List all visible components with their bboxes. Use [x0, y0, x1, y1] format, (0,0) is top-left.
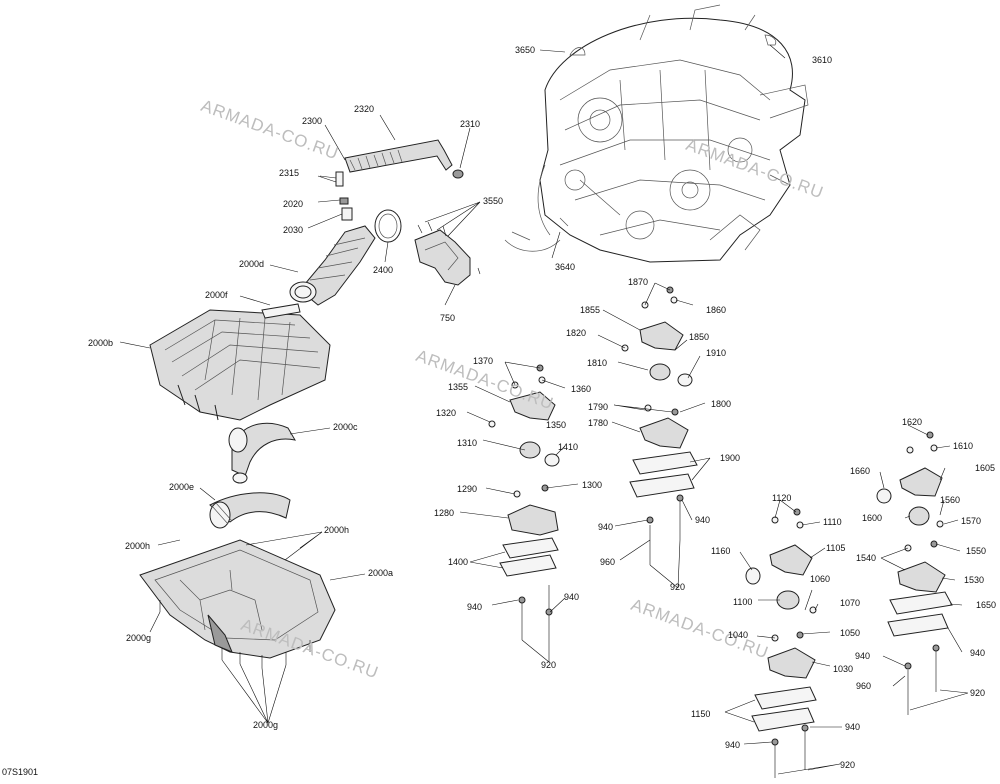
- air-duct-2000d: [289, 225, 376, 306]
- part-label: 2310: [460, 119, 481, 129]
- part-label: 960: [600, 557, 616, 567]
- part-label: 1100: [733, 597, 753, 607]
- part-label: 940: [564, 592, 580, 602]
- part-label: 1290: [457, 484, 478, 494]
- part-label: 1040: [728, 630, 749, 640]
- part-label: 1550: [966, 546, 987, 556]
- part-label: 920: [541, 660, 557, 670]
- part-label: 2000e: [169, 482, 195, 492]
- part-label: 920: [670, 582, 686, 592]
- part-label: 920: [970, 688, 986, 698]
- mount-group-1300s: [488, 364, 560, 640]
- part-label: 940: [970, 648, 986, 658]
- part-label: 1570: [961, 516, 982, 526]
- engine-assembly: [504, 4, 809, 263]
- part-label: 1600: [862, 513, 883, 523]
- part-label: 2320: [354, 104, 375, 114]
- part-label: 2030: [283, 225, 304, 235]
- part-label: 2000f: [205, 290, 228, 300]
- part-label: 1400: [448, 557, 469, 567]
- part-label: 1050: [840, 628, 861, 638]
- mount-group-1000s-1100s: [745, 508, 817, 778]
- part-label: 1610: [953, 441, 974, 451]
- part-label: 940: [845, 722, 861, 732]
- part-label: 940: [467, 602, 483, 612]
- part-label: 1800: [711, 399, 732, 409]
- elbow-duct-2000c: [228, 422, 296, 484]
- part-label: 1350: [546, 420, 567, 430]
- part-label: 1790: [588, 402, 609, 412]
- part-label: 1820: [566, 328, 587, 338]
- part-label: 1910: [706, 348, 727, 358]
- intake-hose-2320: [344, 139, 464, 179]
- part-label: 1855: [580, 305, 601, 315]
- part-label: 1660: [850, 466, 871, 476]
- part-label: 1850: [689, 332, 710, 342]
- leader-lines: [119, 44, 969, 775]
- part-label: 3640: [555, 262, 576, 272]
- part-label: 1540: [856, 553, 877, 563]
- part-label: 2000g: [126, 633, 152, 643]
- part-label: 1030: [833, 664, 854, 674]
- part-label: 940: [695, 515, 711, 525]
- part-label: 1780: [588, 418, 609, 428]
- bracket-750: [414, 221, 481, 286]
- part-label: 3610: [812, 55, 833, 65]
- part-label: 1360: [571, 384, 592, 394]
- part-label: 2000h: [324, 525, 350, 535]
- elbow-duct-2000e: [209, 492, 291, 529]
- part-label: 1310: [457, 438, 478, 448]
- part-label: 1620: [902, 417, 923, 427]
- mount-group-1800s: [621, 286, 698, 565]
- part-label: 2000a: [368, 568, 394, 578]
- part-label: 3550: [483, 196, 504, 206]
- part-label: 960: [856, 681, 872, 691]
- part-label: 1650: [976, 600, 997, 610]
- part-label: 2000c: [333, 422, 358, 432]
- part-label: 1355: [448, 382, 469, 392]
- part-label: 2315: [279, 168, 300, 178]
- part-label: 1605: [975, 463, 996, 473]
- drawing-code: 07S1901: [2, 767, 39, 777]
- part-label: 1070: [840, 598, 861, 608]
- part-label: 2000b: [88, 338, 114, 348]
- part-label: 940: [725, 740, 741, 750]
- part-label: 2000g: [253, 720, 279, 730]
- part-label: 1810: [587, 358, 608, 368]
- fittings-2315-2020-2030: [317, 171, 353, 221]
- part-label: 1370: [473, 356, 494, 366]
- part-label: 1110: [823, 517, 842, 527]
- intake-manifold-2000b: [149, 303, 331, 421]
- part-label: 1280: [434, 508, 455, 518]
- part-label: 2300: [302, 116, 323, 126]
- part-label: 1060: [810, 574, 831, 584]
- clamp-2400: [374, 209, 402, 243]
- part-label: 2000h: [125, 541, 151, 551]
- part-label: 2020: [283, 199, 304, 209]
- part-label: 1150: [691, 709, 711, 719]
- part-label: 2000d: [239, 259, 265, 269]
- part-label: 920: [840, 760, 856, 770]
- mount-group-1500s-1600s: [876, 431, 953, 715]
- part-label: 1900: [720, 453, 741, 463]
- part-label: 1120: [772, 493, 792, 503]
- part-label: 1860: [706, 305, 727, 315]
- part-label: 1160: [711, 546, 731, 556]
- oil-pan-2000a: [139, 539, 336, 668]
- part-label: 1560: [940, 495, 961, 505]
- part-label: 1105: [826, 543, 846, 553]
- part-label: 940: [855, 651, 871, 661]
- part-label: 1530: [964, 575, 985, 585]
- part-label: 3650: [515, 45, 536, 55]
- part-label: 1320: [436, 408, 457, 418]
- part-label: 940: [598, 522, 614, 532]
- part-label: 1870: [628, 277, 649, 287]
- part-label: 2400: [373, 265, 394, 275]
- part-label: 1300: [582, 480, 603, 490]
- part-label: 1410: [558, 442, 579, 452]
- part-label: 750: [440, 313, 456, 323]
